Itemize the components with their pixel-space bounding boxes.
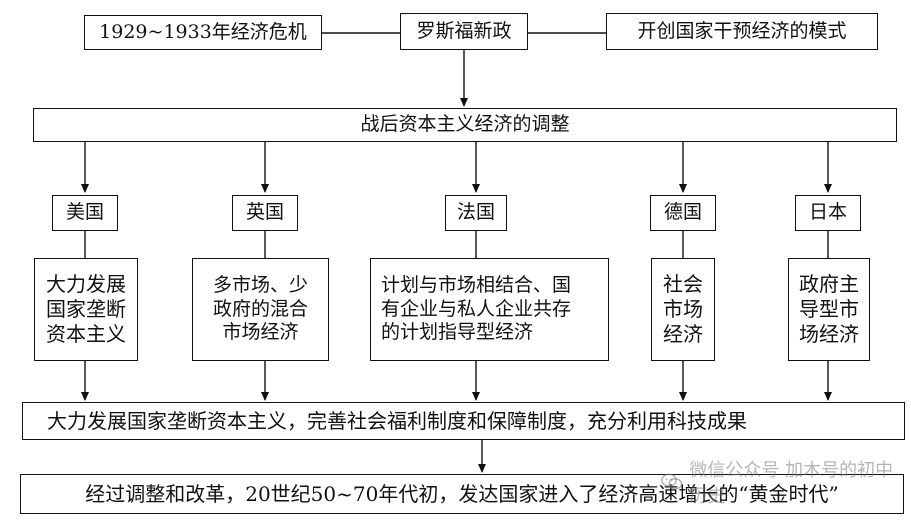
usa-economy-desc: 大力发展 国家垄断 资本主义	[34, 258, 138, 361]
result-box: 经过调整和改革，20世纪50~70年代初，发达国家进入了经济高速增长的“黄金时代…	[20, 474, 904, 514]
country-usa: 美国	[52, 195, 118, 231]
france-economy-desc: 计划与市场相结合、国 有企业与私人企业共存 的计划指导型经济	[370, 258, 609, 361]
country-uk: 英国	[232, 195, 298, 231]
uk-economy-desc: 多市场、少 政府的混合 市场经济	[192, 258, 329, 361]
germany-economy-desc: 社会 市场 经济	[651, 258, 715, 361]
summary-box: 大力发展国家垄断资本主义，完善社会福利制度和保障制度，充分利用科技成果	[22, 402, 905, 440]
adjustment-box: 战后资本主义经济的调整	[33, 108, 897, 142]
japan-economy-desc: 政府主 导型市 场经济	[788, 258, 870, 361]
new-deal-box: 罗斯福新政	[400, 13, 528, 50]
intervention-model-box: 开创国家干预经济的模式	[606, 13, 878, 50]
country-france: 法国	[445, 195, 507, 231]
crisis-box: 1929~1933年经济危机	[84, 15, 322, 50]
country-japan: 日本	[795, 195, 861, 231]
country-germany: 德国	[650, 195, 716, 231]
